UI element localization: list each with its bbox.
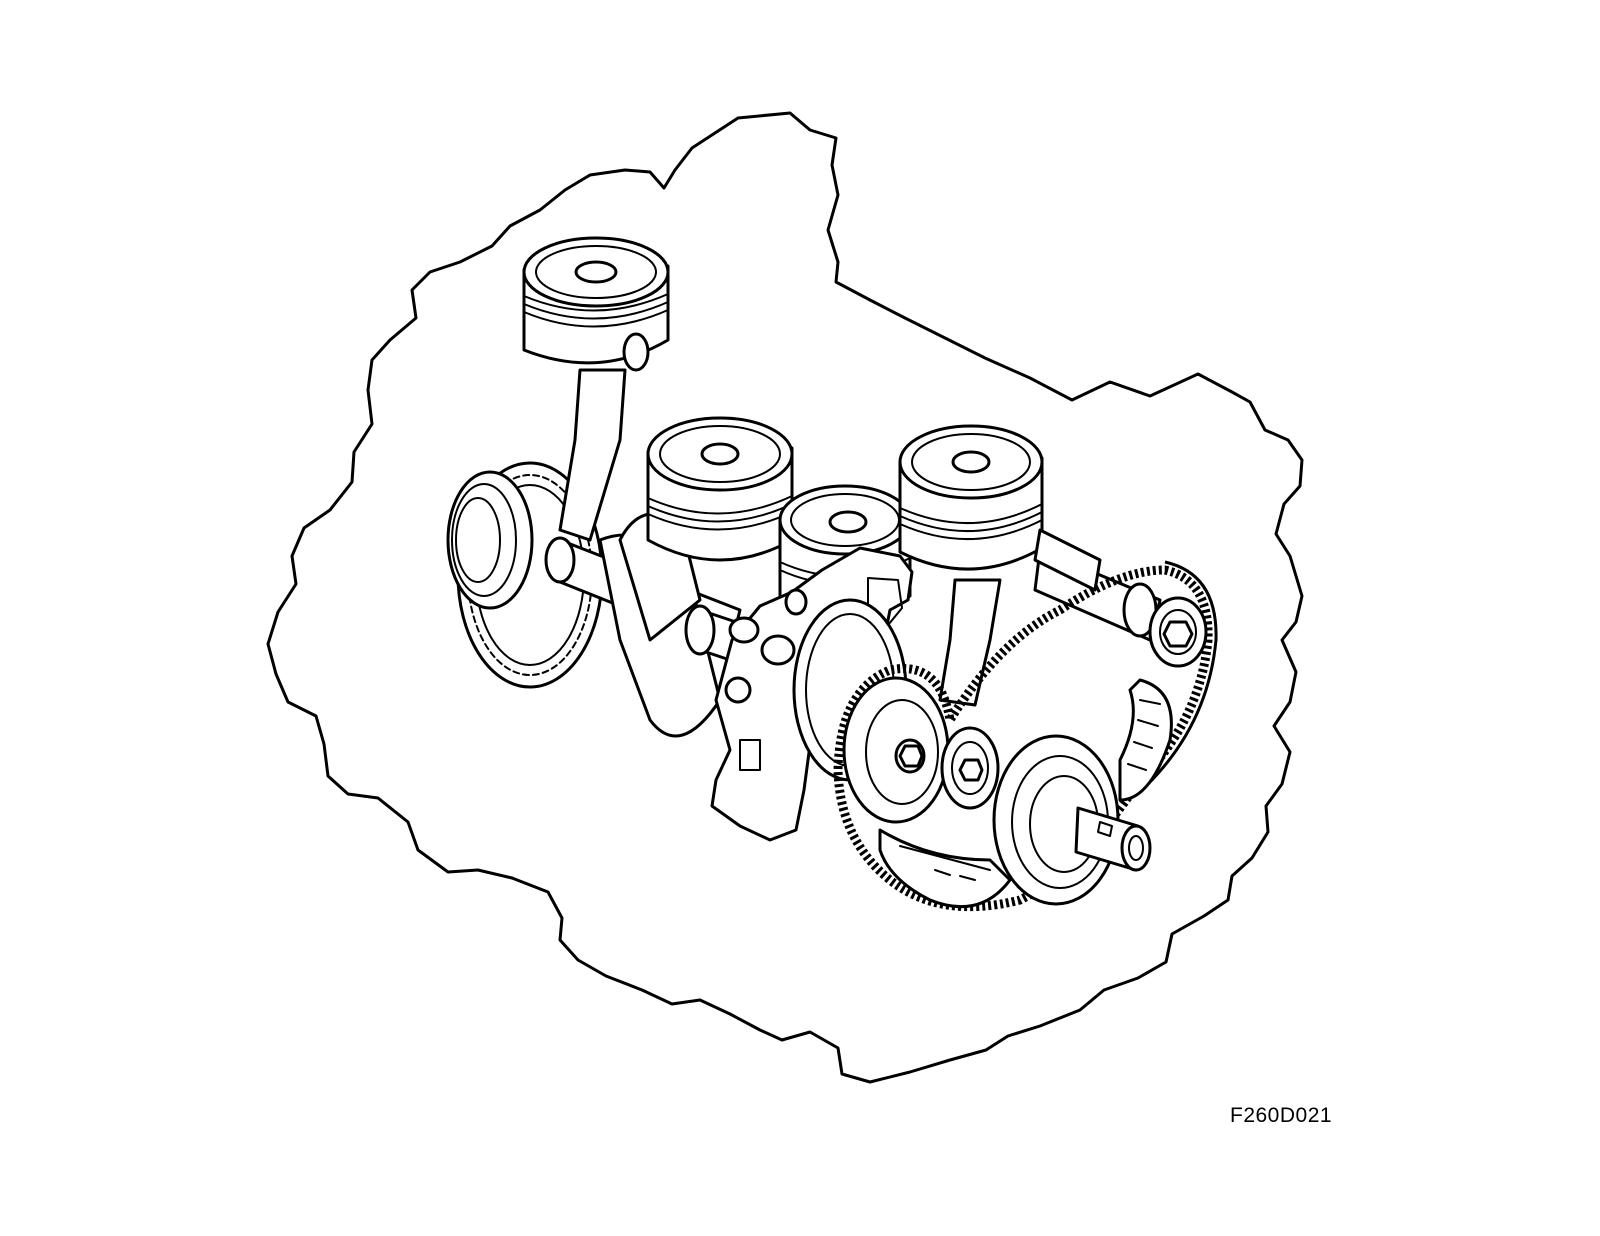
left-sprocket [842,676,950,824]
piston-4 [898,424,1102,707]
upper-sprocket [1148,596,1208,668]
piston-1 [522,236,670,542]
figure-reference-code: F260D021 [1230,1104,1333,1127]
lower-crankcase [878,828,1012,909]
crankshaft-sprocket [992,734,1152,906]
chain-guide [1118,678,1173,802]
piston-2 [646,416,794,562]
timing-chain [833,560,1218,912]
tensioner-sprocket [940,726,1000,810]
